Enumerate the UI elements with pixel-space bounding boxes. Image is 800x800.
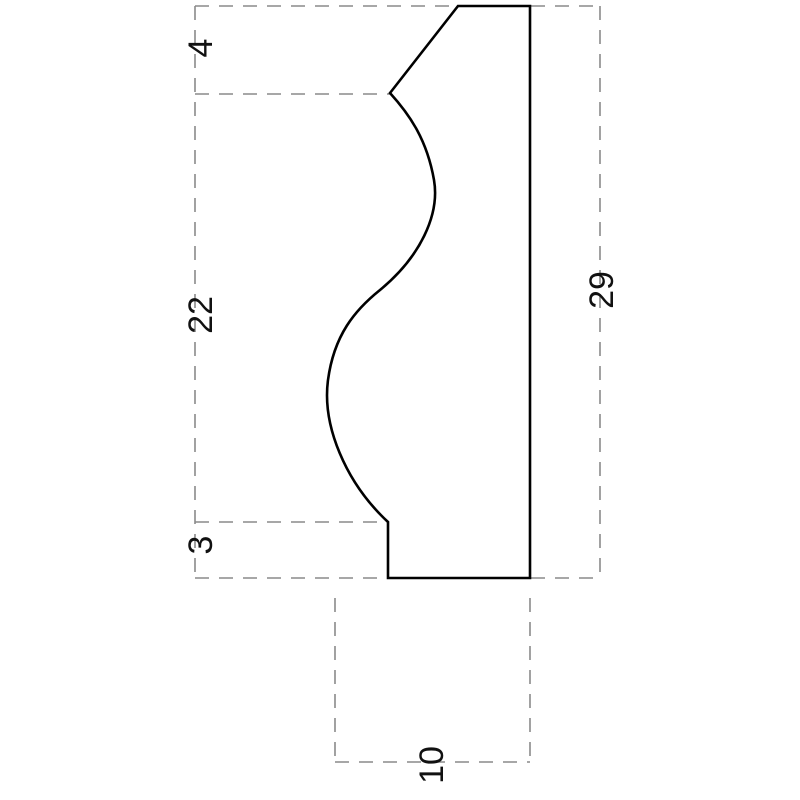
dimension-label-width: 10	[413, 746, 451, 784]
dimension-lines	[194, 5, 601, 763]
dimension-label-middle: 22	[182, 296, 220, 334]
dimension-label-total-height: 29	[583, 271, 621, 309]
dimension-label-bottom: 3	[182, 536, 220, 555]
dimension-label-top: 4	[182, 39, 220, 58]
molding-profile-outline	[325, 4, 532, 580]
